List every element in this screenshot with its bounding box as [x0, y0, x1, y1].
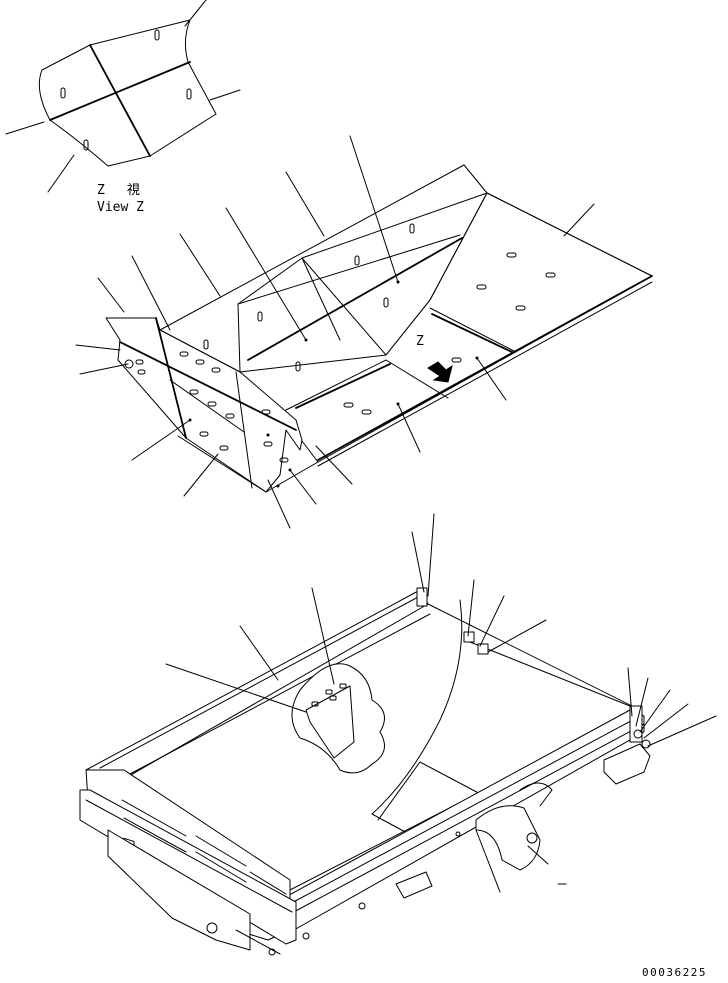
- leader-line: [47, 154, 75, 193]
- liner-seam: [429, 192, 488, 301]
- bed-seam: [419, 761, 489, 799]
- cutaway-detail: [291, 663, 385, 774]
- side-bracket-top: [519, 782, 553, 807]
- rail-edge: [129, 613, 431, 775]
- hinge-pad: [603, 743, 651, 785]
- headboard-openings: [121, 799, 287, 895]
- liner-seam: [237, 234, 461, 305]
- side-bracket-bolt: [526, 832, 538, 844]
- liner-seam-heavy: [247, 237, 463, 361]
- fitting: [477, 643, 489, 655]
- body-liner-assembly: Z: [75, 135, 653, 529]
- under-pad: [395, 871, 433, 899]
- cutaway-bracket: [305, 685, 355, 759]
- fitting-dot: [455, 831, 461, 837]
- liner-seam-heavy: [155, 317, 187, 439]
- liner-seam: [285, 359, 387, 411]
- view-z-letter: Z: [97, 183, 105, 198]
- bed-seam: [469, 641, 641, 711]
- view-z-seam-horizontal: [49, 61, 191, 121]
- view-z-slot: [154, 29, 160, 41]
- headboard-openings: [123, 817, 247, 883]
- rail-edge: [99, 595, 421, 769]
- leader-line: [5, 121, 45, 135]
- headboard-hole: [206, 922, 218, 934]
- liner-right-edge: [486, 192, 653, 277]
- headboard-front-rail: [79, 789, 297, 945]
- bed-seam-curve: [371, 599, 463, 815]
- rail-bracket: [416, 587, 428, 607]
- dump-body-assembly: [79, 513, 717, 956]
- under-bolt: [358, 902, 366, 910]
- headboard-bolt: [268, 948, 276, 956]
- leader-line: [209, 89, 241, 101]
- leader-line: [184, 0, 207, 27]
- headboard-lower-panel: [107, 829, 251, 951]
- view-arrow-icon: [427, 361, 453, 383]
- liner-lower-edge: [317, 275, 653, 461]
- liner-seam: [385, 359, 449, 399]
- headboard-edge: [235, 929, 281, 955]
- rail-edge: [285, 715, 641, 907]
- view-z-detail: [5, 0, 241, 193]
- liner-seam-heavy: [295, 363, 391, 409]
- view-z-jp: 視: [126, 183, 140, 198]
- liner-bolt: [124, 359, 134, 369]
- liner-seam: [385, 299, 431, 356]
- side-bracket: [475, 805, 541, 871]
- liner-seam: [169, 379, 245, 433]
- view-z-slot: [186, 88, 192, 100]
- liner-seam-heavy: [119, 341, 297, 431]
- liner-seam: [301, 257, 387, 356]
- liner-seam: [235, 371, 253, 489]
- liner-seam: [301, 257, 341, 341]
- liner-floor: [239, 192, 653, 463]
- view-z-slot: [60, 87, 66, 99]
- view-z-seam-vertical: [89, 44, 151, 157]
- rail-bolt: [633, 729, 643, 739]
- liner-bottom-edge: [177, 435, 319, 493]
- view-z-slot: [83, 139, 89, 151]
- headboard-bolt: [302, 932, 310, 940]
- part-number: 00036225: [642, 966, 707, 979]
- arrow-letter: Z: [416, 334, 424, 349]
- cutaway-slots: [311, 683, 347, 707]
- liner-seam: [429, 307, 517, 353]
- bed-seam: [377, 761, 421, 821]
- body-leader-lines: [165, 513, 717, 893]
- liner-lower-edge: [317, 281, 653, 467]
- rail-bolt: [641, 739, 651, 749]
- liner-slots: [135, 223, 556, 463]
- headboard-edge: [85, 799, 293, 913]
- view-z-en: View Z: [97, 200, 144, 215]
- liner-front-wall: [105, 317, 303, 493]
- rail-edge: [289, 723, 645, 915]
- liner-leader-lines: [75, 135, 595, 529]
- view-z-plate-outline: [38, 19, 217, 167]
- liner-seam-heavy: [431, 313, 513, 353]
- fitting: [463, 631, 475, 643]
